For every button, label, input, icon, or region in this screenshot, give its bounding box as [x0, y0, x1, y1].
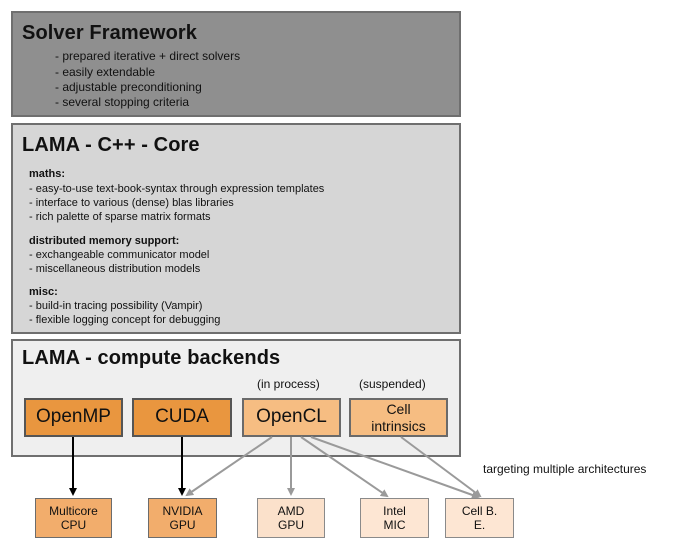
arrow-opencl-to-cell — [310, 436, 480, 499]
target-nvidia-gpu: NVIDIA GPU — [148, 498, 217, 538]
section-line: - build-in tracing possibility (Vampir) — [29, 300, 203, 312]
section-line: - exchangeable communicator model — [29, 249, 210, 261]
solver-bullet: - prepared iterative + direct solvers — [55, 49, 241, 63]
section-line: - rich palette of sparse matrix formats — [29, 211, 211, 223]
lama-core-layer: LAMA - C++ - Core maths: - easy-to-use t… — [11, 123, 461, 334]
backend-opencl: OpenCL — [242, 398, 341, 437]
solver-bullet: - several stopping criteria — [55, 95, 190, 109]
lama-core-title: LAMA - C++ - Core — [22, 134, 200, 156]
section-line: - easy-to-use text-book-syntax through e… — [29, 183, 325, 195]
target-multicore-cpu: Multicore CPU — [35, 498, 112, 538]
arrow-cell-to-cellbe — [400, 436, 482, 498]
section-line: - flexible logging concept for debugging — [29, 314, 221, 326]
section-line: - miscellaneous distribution models — [29, 263, 201, 275]
solver-bullet: - adjustable preconditioning — [55, 80, 202, 94]
targets-caption: targeting multiple architectures — [483, 462, 647, 476]
backend-cell-intrinsics: Cell intrinsics — [349, 398, 448, 437]
section-heading-maths: maths: — [29, 168, 66, 180]
solver-framework-layer: Solver Framework - prepared iterative + … — [11, 11, 461, 117]
target-cell-be: Cell B. E. — [445, 498, 514, 538]
target-amd-gpu: AMD GPU — [257, 498, 325, 538]
section-heading-misc: misc: — [29, 286, 58, 298]
compute-backends-title: LAMA - compute backends — [22, 347, 281, 369]
note-in-process: (in process) — [257, 377, 320, 391]
target-intel-mic: Intel MIC — [360, 498, 429, 538]
backend-openmp: OpenMP — [24, 398, 123, 437]
section-line: - interface to various (dense) blas libr… — [29, 197, 234, 209]
solver-framework-title: Solver Framework — [22, 22, 198, 44]
section-heading-distributed-memory: distributed memory support: — [29, 235, 180, 247]
arrow-opencl-to-mic — [300, 436, 389, 498]
solver-bullet: - easily extendable — [55, 65, 156, 79]
note-suspended: (suspended) — [359, 377, 426, 391]
backend-cuda: CUDA — [132, 398, 232, 437]
arrow-opencl-to-nvidia — [185, 436, 273, 497]
